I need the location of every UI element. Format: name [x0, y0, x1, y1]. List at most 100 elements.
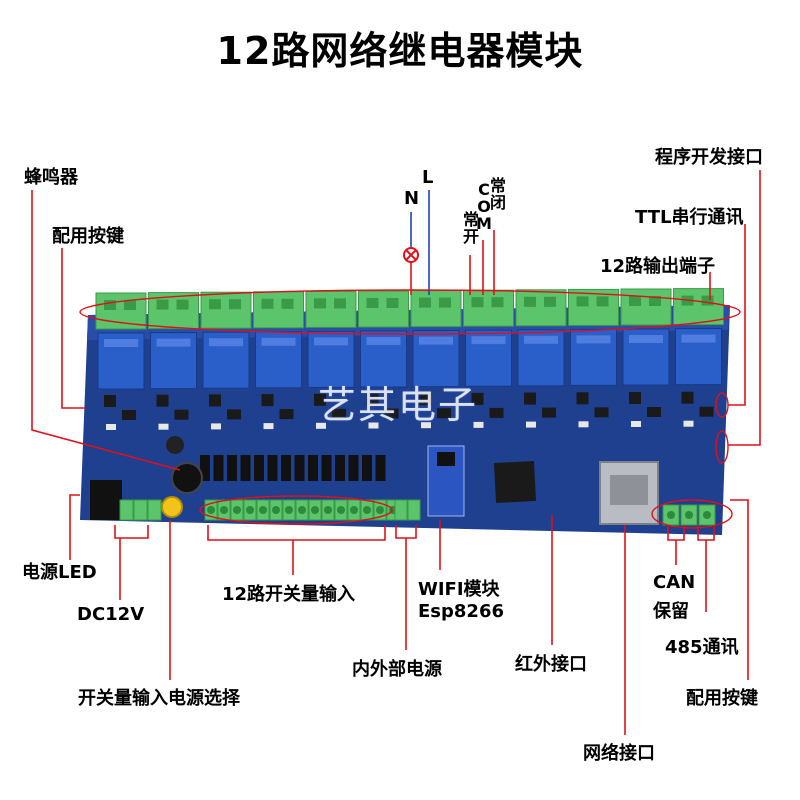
label-output-terminals: 12路输出端子 — [600, 256, 716, 277]
int-ext-power-terminal — [407, 499, 421, 521]
label-reserved: 保留 — [653, 601, 689, 622]
label-rs485: 485通讯 — [665, 637, 739, 658]
optocoupler — [594, 407, 609, 418]
callout-ellipses — [79, 289, 741, 529]
output-terminal — [410, 290, 462, 328]
transistor — [104, 395, 116, 407]
label-spare-button-left: 配用按键 — [52, 226, 124, 247]
output-terminal — [148, 292, 199, 330]
callout-lines — [31, 170, 761, 735]
power-select-jumper — [161, 496, 183, 518]
relay-label — [156, 338, 191, 347]
terminal-screw — [491, 297, 504, 308]
resistor — [578, 421, 589, 428]
resistor — [316, 422, 326, 429]
terminal-screw — [544, 296, 556, 307]
label-l: L — [422, 167, 434, 188]
wifi-chip — [437, 452, 455, 466]
transistor — [681, 391, 694, 404]
relay-label — [314, 337, 348, 346]
transistor — [261, 394, 274, 407]
power-terminal — [133, 499, 148, 521]
input-screw — [233, 506, 241, 514]
label-input-power-select: 开关量输入电源选择 — [78, 688, 240, 709]
optocoupler — [437, 408, 451, 419]
resistor — [158, 423, 169, 430]
label-ttl-serial: TTL串行通讯 — [635, 207, 744, 228]
terminal-screw — [176, 299, 189, 310]
input-optocoupler — [254, 455, 264, 481]
power-terminal — [119, 499, 134, 521]
input-optocoupler — [227, 455, 237, 481]
input-optocoupler — [308, 455, 318, 481]
label-can: CAN — [653, 572, 696, 593]
input-screw — [259, 506, 267, 514]
terminal-screw — [124, 300, 136, 310]
terminal-screw — [471, 297, 484, 308]
relay-label — [209, 338, 243, 347]
optocoupler — [699, 406, 714, 417]
optocoupler — [384, 408, 399, 419]
input-screw — [207, 506, 215, 514]
relay-label — [366, 337, 401, 345]
mcu-chip — [493, 460, 537, 504]
input-screw — [324, 506, 332, 514]
optocoupler — [489, 407, 504, 418]
input-optocoupler — [200, 455, 210, 481]
comm-screw — [667, 511, 675, 519]
terminal-screw — [366, 298, 379, 308]
optocoupler — [174, 409, 189, 420]
input-screw — [363, 506, 371, 514]
input-screw — [272, 506, 280, 514]
resistor — [368, 422, 379, 429]
comm-screw — [703, 511, 711, 519]
terminal-screw — [314, 298, 326, 309]
optocoupler — [332, 408, 346, 419]
input-optocoupler — [348, 455, 359, 481]
input-optocoupler — [362, 455, 372, 481]
output-terminal — [358, 290, 409, 328]
output-terminal — [568, 288, 619, 326]
input-screw — [285, 506, 293, 514]
optocoupler — [647, 407, 661, 417]
optocoupler — [122, 410, 136, 420]
terminal-screw — [209, 299, 221, 310]
transistor — [314, 393, 326, 406]
output-terminal — [95, 292, 147, 330]
terminal-screw — [576, 296, 589, 307]
label-program-port: 程序开发接口 — [655, 147, 763, 168]
input-optocoupler — [281, 455, 291, 481]
input-screw — [311, 506, 319, 514]
label-dc12v: DC12V — [77, 604, 145, 625]
output-terminal — [673, 288, 724, 326]
dc-jack — [90, 480, 122, 520]
terminal-screw — [596, 296, 609, 307]
resistor — [631, 421, 641, 427]
input-screw — [337, 506, 345, 514]
label-wifi-module: WIFI模块 — [418, 579, 500, 600]
input-optocoupler — [294, 455, 305, 481]
output-terminal — [200, 291, 252, 329]
relay-label — [681, 334, 716, 343]
input-optocoupler — [335, 455, 345, 481]
page-title: 12路网络继电器模块 — [216, 29, 584, 73]
watermark: 艺其电子 — [318, 383, 479, 427]
terminal-screw — [104, 300, 116, 310]
terminal-screw — [649, 296, 661, 306]
resistor — [526, 421, 536, 428]
label-normally-closed: 常闭 — [489, 176, 506, 212]
output-terminal — [515, 289, 567, 327]
output-terminal — [305, 290, 357, 328]
label-com: COM — [476, 180, 492, 233]
output-terminal — [463, 289, 514, 327]
capacitor — [166, 436, 184, 454]
label-n: N — [404, 188, 420, 209]
transistor — [524, 392, 536, 405]
ethernet-port-inner — [610, 475, 648, 505]
label-ir-port: 红外接口 — [515, 654, 587, 675]
relay-row — [97, 328, 722, 390]
input-screw — [220, 506, 228, 514]
power-terminal — [147, 499, 162, 521]
relay-label — [629, 335, 663, 343]
